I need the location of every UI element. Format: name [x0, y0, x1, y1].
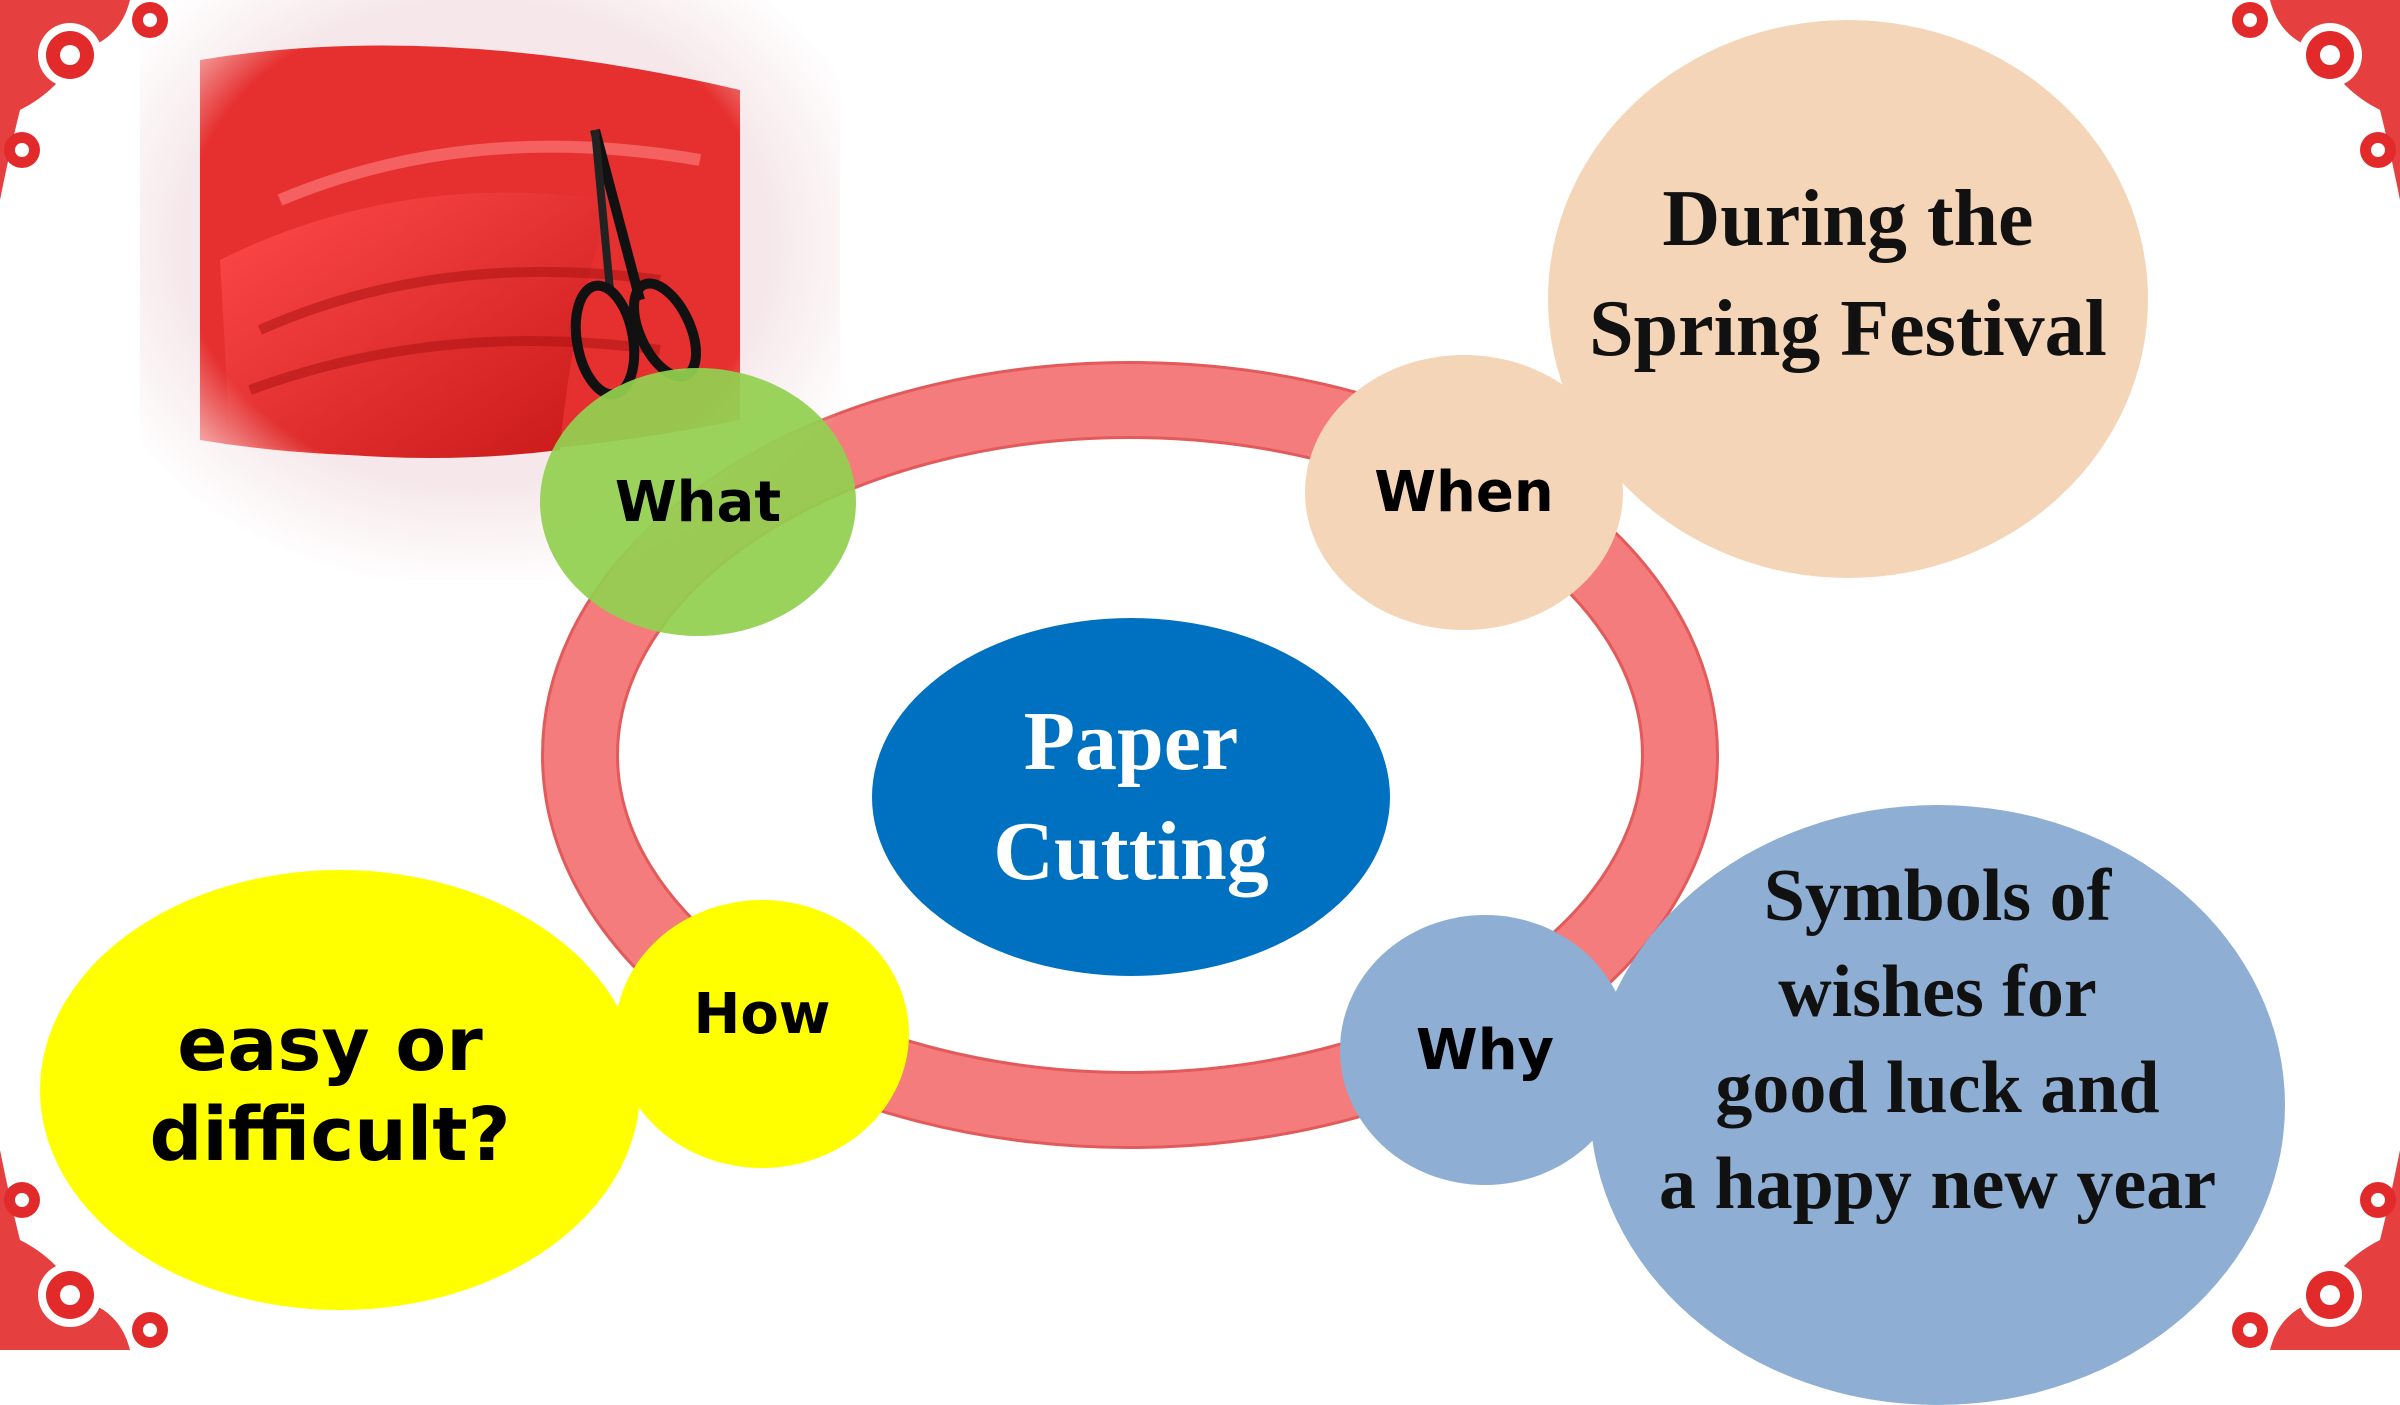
center-topic-bubble: Paper Cutting [872, 618, 1390, 976]
why-detail-line-1: Symbols of [1763, 855, 2112, 937]
center-topic-line-1: Paper [1023, 695, 1239, 788]
how-node-label: How [693, 981, 831, 1047]
why-detail-line-2: wishes for [1778, 951, 2097, 1033]
when-detail-line-1: During the [1662, 175, 2034, 263]
center-topic-line-2: Cutting [993, 805, 1269, 898]
when-node-label: When [1374, 460, 1554, 525]
why-node[interactable]: Why [1340, 915, 1630, 1185]
what-node-label: What [614, 469, 782, 535]
when-detail-line-2: Spring Festival [1589, 285, 2107, 373]
connecting-ring [541, 361, 1719, 1149]
how-detail-line-1: easy or [177, 1002, 483, 1088]
paper-cut-flower-ornament-top-right [2232, 0, 2400, 200]
how-node[interactable]: How [615, 900, 909, 1168]
why-detail-bubble: Symbols of wishes for good luck and a ha… [1590, 805, 2285, 1405]
why-detail-line-4: a happy new year [1658, 1143, 2217, 1225]
what-node[interactable]: What [540, 368, 856, 636]
paper-cut-flower-ornament-bottom-right [2232, 1150, 2400, 1350]
paper-cut-flower-ornament-top-left [0, 0, 168, 200]
when-detail-bubble: During the Spring Festival [1548, 20, 2148, 578]
how-detail-line-2: difficult? [149, 1092, 511, 1178]
why-node-label: Why [1415, 1017, 1555, 1083]
when-node[interactable]: When [1305, 355, 1623, 630]
paper-cut-flower-ornament-bottom-left [0, 1150, 168, 1350]
how-detail-bubble: easy or difficult? [40, 870, 640, 1310]
why-detail-line-3: good luck and [1715, 1047, 2160, 1129]
